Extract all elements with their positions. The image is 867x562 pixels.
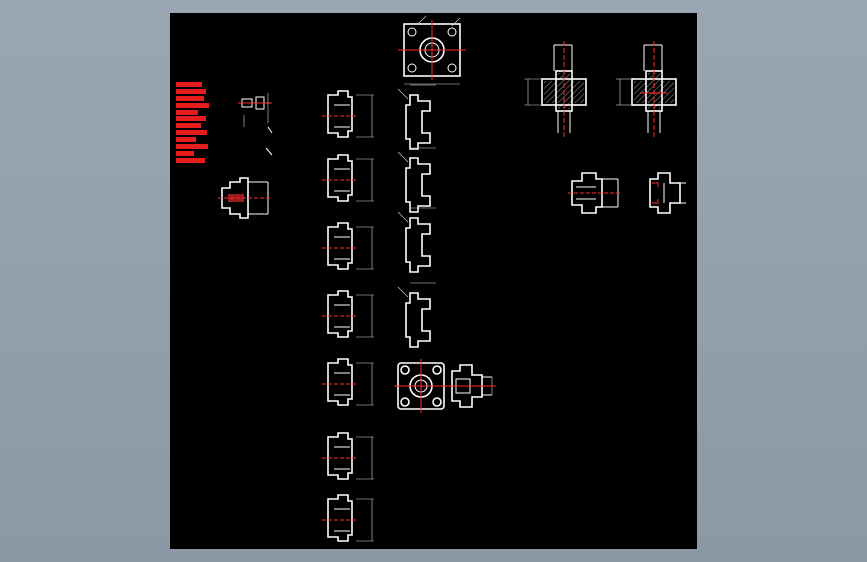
technical-requirements-notes xyxy=(176,82,210,165)
process-step-10 xyxy=(397,207,437,273)
flange-plan-view xyxy=(394,359,448,413)
process-step-2 xyxy=(321,154,375,202)
process-step-3 xyxy=(321,222,375,270)
drawing-canvas xyxy=(218,15,686,542)
flange-top-view xyxy=(398,15,466,85)
process-step-7 xyxy=(321,494,375,542)
process-step-11 xyxy=(397,282,437,348)
note-line xyxy=(176,137,196,143)
assembly-section-1 xyxy=(524,41,587,137)
note-line xyxy=(176,130,207,136)
note-line xyxy=(176,144,208,150)
note-line xyxy=(176,88,206,94)
process-step-4 xyxy=(321,290,375,338)
sleeve-section-left xyxy=(218,177,272,219)
part-sketch-2 xyxy=(649,172,686,214)
process-step-9 xyxy=(397,147,437,213)
process-step-6 xyxy=(321,432,375,480)
process-step-8 xyxy=(397,84,437,150)
note-line xyxy=(176,95,204,101)
note-line xyxy=(176,123,201,129)
process-step-5 xyxy=(321,358,375,406)
note-line xyxy=(176,157,205,163)
small-detail-sketch xyxy=(238,93,273,156)
flange-side-view xyxy=(448,364,496,408)
note-line xyxy=(176,116,206,122)
drawing-sheet xyxy=(170,13,697,549)
note-line xyxy=(176,102,209,108)
note-line xyxy=(176,109,198,115)
assembly-section-2 xyxy=(616,41,677,137)
note-line xyxy=(176,82,202,87)
part-sketch-1 xyxy=(568,172,622,214)
process-step-1 xyxy=(321,90,375,138)
note-line xyxy=(176,150,194,156)
